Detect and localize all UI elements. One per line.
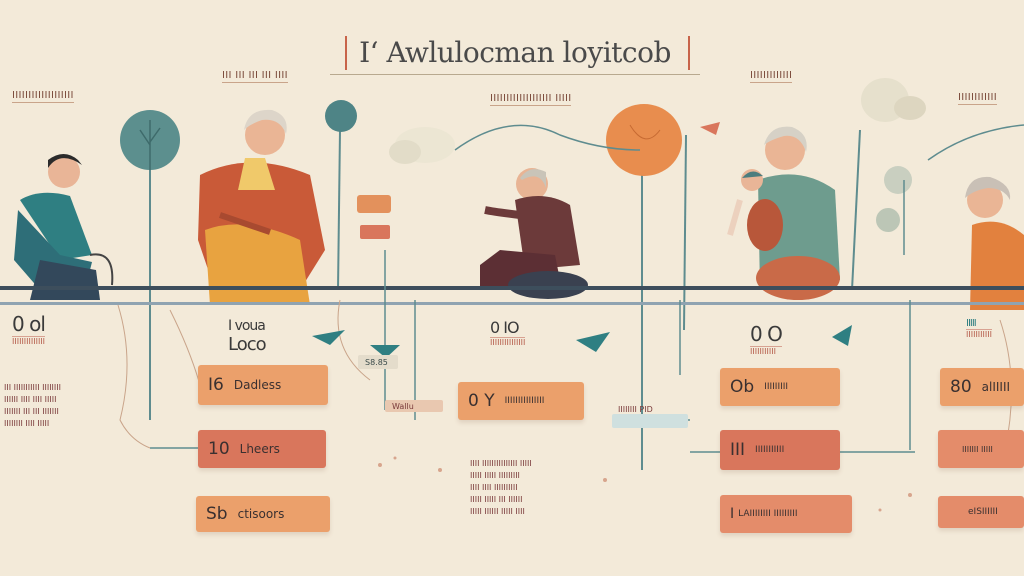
card-6-label: IIIIIIIIIII: [755, 445, 785, 455]
page-title: I‘ Awlulocman loyitcob: [330, 30, 700, 75]
heading-4: IIIIIIIIIIIII: [750, 70, 793, 83]
badge-1-caption: IIIIIIIIIIIIII: [12, 336, 46, 346]
arrow-left-icon: [312, 330, 345, 345]
card-5-number: Ob: [730, 377, 755, 397]
card-6: III IIIIIIIIIII: [720, 430, 840, 470]
title-bar-right: [688, 36, 690, 70]
badge-2-number-2: Loco: [228, 334, 267, 355]
card-4-number: 0 Y: [468, 391, 495, 411]
arrow-mid-icon: [576, 332, 610, 352]
elderly-man-figure: [480, 168, 588, 299]
badge-1-number: 0 ol: [12, 312, 46, 336]
small-teal-balloon-icon: [325, 100, 357, 291]
card-2-label: Lheers: [239, 442, 280, 456]
small-label-3: IIIIIIII PID: [618, 405, 653, 414]
card-4: 0 Y IIIIIIIIIIIIIII: [458, 382, 584, 420]
flag-icon: [683, 122, 720, 331]
card-10: eISIIIIII: [938, 496, 1024, 528]
card-5: Ob IIIIIIIII: [720, 368, 840, 406]
card-8-number: 80: [950, 377, 972, 397]
arrow-down-icon: [370, 345, 400, 358]
heading-3: IIIIIIIIIIIIIIIIIII IIIII: [490, 93, 572, 106]
card-4-label: IIIIIIIIIIIIIII: [504, 396, 545, 406]
badge-3-caption: IIIIIIIIIIIIIII: [490, 337, 526, 347]
card-1-label: Dadless: [233, 378, 282, 392]
card-3-number: Sb: [206, 504, 228, 524]
young-man-figure: [14, 154, 114, 300]
badge-5-number: IIIII: [966, 318, 977, 329]
elderly-woman-figure: [198, 109, 325, 305]
small-label-2: Wallu: [392, 402, 414, 411]
card-9: IIIIIII IIIII: [938, 430, 1024, 468]
card-7-number: I: [730, 506, 735, 522]
card-10-label: eISIIIIII: [968, 507, 998, 517]
badge-3: 0 IO IIIIIIIIIIIIIII: [490, 318, 526, 347]
card-9-label: IIIIIII IIIII: [962, 444, 993, 454]
card-3: Sb ctisoors: [196, 496, 330, 532]
badge-4-caption: IIIIIIIIIII: [750, 346, 782, 356]
cloud-icon: [389, 124, 641, 164]
note-center: IIII IIIIIIIIIIIIIII IIIII IIIII IIIII I…: [470, 459, 532, 516]
card-7-label: LAIIIIIIII IIIIIIIII: [738, 509, 798, 519]
card-6-number: III: [730, 440, 746, 460]
right-woman-figure: [965, 176, 1024, 310]
small-label-1: S8.85: [365, 358, 388, 367]
badge-2: I voua Loco: [228, 318, 267, 355]
card-8-label: alIIIII: [981, 380, 1011, 394]
card-8: 80 alIIIII: [940, 368, 1024, 406]
badge-5-caption: IIIIIIIIIII: [966, 329, 992, 339]
badge-3-number: 0 IO: [490, 318, 520, 337]
cloud-right-icon: [851, 78, 1024, 291]
heading-2: III III III III IIII: [222, 70, 288, 83]
heading-1: IIIIIIIIIIIIIIIIIII: [12, 90, 74, 103]
card-2: 10 Lheers: [198, 430, 326, 468]
grandmother-child-figure: [727, 126, 840, 300]
heading-5: IIIIIIIIIIII: [958, 92, 997, 105]
badge-1: 0 ol IIIIIIIIIIIIII: [12, 312, 46, 346]
card-5-label: IIIIIIIII: [764, 382, 789, 392]
badge-5: IIIII IIIIIIIIIII: [966, 318, 992, 339]
card-1-number: I6: [208, 375, 224, 395]
badge-2-number: I voua: [228, 318, 266, 334]
card-3-label: ctisoors: [237, 507, 285, 521]
card-2-number: 10: [208, 439, 230, 459]
badge-4-number: 0 O: [750, 322, 783, 346]
note-left: III IIIIIIIIIII IIIIIIII IIIIII IIII III…: [4, 383, 61, 428]
title-bar-left: [345, 36, 347, 70]
card-1: I6 Dadless: [198, 365, 328, 405]
teal-tree-icon: [120, 110, 180, 420]
plant-icon: [876, 166, 912, 255]
card-7: I LAIIIIIIII IIIIIIIII: [720, 495, 852, 533]
badge-4: 0 O IIIIIIIIIII: [750, 322, 783, 356]
arrow-right-icon: [832, 325, 852, 346]
